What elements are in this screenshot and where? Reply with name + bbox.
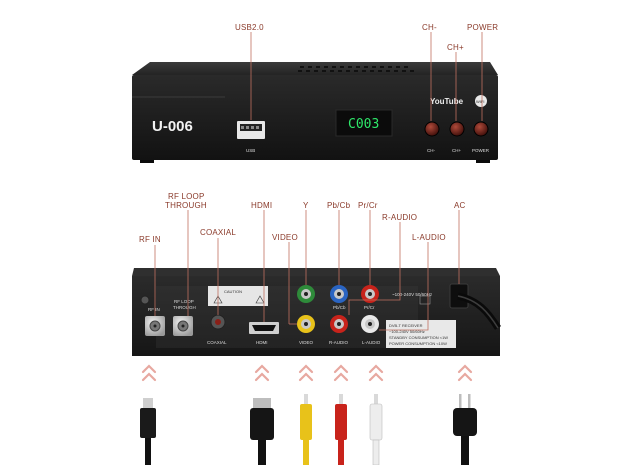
wifi-label: WIFI bbox=[476, 99, 484, 104]
panel-label-l-audio: L-AUDIO bbox=[362, 340, 381, 345]
rear-top bbox=[132, 268, 500, 276]
hdmi-port bbox=[249, 322, 279, 334]
r-audio-jack bbox=[330, 315, 348, 333]
front-callouts bbox=[250, 32, 483, 121]
spec-line-2: ~100-240V 50/60Hz bbox=[389, 329, 425, 334]
youtube-logo: YouTube bbox=[430, 97, 464, 106]
pb-jack bbox=[330, 285, 348, 303]
callout-pr: Pr/Cr bbox=[358, 201, 378, 210]
panel-label-video: VIDEO bbox=[299, 340, 314, 345]
callout-coaxial: COAXIAL bbox=[200, 228, 236, 237]
arrow-video bbox=[298, 364, 314, 382]
panel-label-r-audio: R-AUDIO bbox=[329, 340, 348, 345]
arrow-ac bbox=[457, 364, 473, 382]
panel-label-rf-loop-1: RF LOOP bbox=[174, 299, 194, 304]
rf-cable bbox=[140, 398, 156, 465]
vent-slots bbox=[298, 66, 414, 72]
ch-plus-button-label: CH+ bbox=[452, 148, 461, 153]
led-display bbox=[335, 109, 393, 137]
hdmi-cable bbox=[250, 398, 274, 465]
ch-minus-button[interactable] bbox=[424, 121, 440, 137]
l-audio-cable bbox=[369, 394, 383, 465]
spec-line-1: DVB-T RECEIVER bbox=[389, 323, 423, 328]
ac-inlet bbox=[449, 283, 501, 330]
usb-port bbox=[237, 121, 265, 139]
connection-arrows bbox=[141, 364, 473, 382]
ch-minus-button-label: CH- bbox=[427, 148, 435, 153]
callout-ch-minus: CH- bbox=[422, 23, 437, 32]
y-jack bbox=[297, 285, 315, 303]
device-front-face bbox=[132, 75, 498, 160]
callout-rf-loop-1: RF LOOP bbox=[168, 192, 205, 201]
rear-callouts bbox=[154, 210, 460, 331]
callout-r-audio: R-AUDIO bbox=[382, 213, 417, 222]
rear-view: RF IN RF LOOP THROUGH CAUTION COAXIAL HD… bbox=[132, 268, 501, 356]
callout-video: VIDEO bbox=[272, 233, 298, 242]
ac-power-plug bbox=[453, 394, 477, 465]
callout-pb: Pb/Cb bbox=[327, 201, 351, 210]
spec-sticker bbox=[386, 320, 456, 348]
callout-l-audio: L-AUDIO bbox=[412, 233, 446, 242]
power-button-label: POWER bbox=[472, 148, 490, 153]
model-name: U-006 bbox=[152, 118, 193, 135]
l-audio-jack bbox=[361, 315, 379, 333]
wifi-icon: WIFI bbox=[475, 95, 487, 107]
usb-port-label: USB bbox=[246, 148, 255, 153]
panel-label-pb: Pb/Cb bbox=[333, 305, 346, 310]
led-display-text: C003 bbox=[348, 117, 379, 132]
spec-line-4: POWER CONSUMPTION <10W bbox=[389, 341, 447, 346]
arrow-l-audio bbox=[368, 364, 384, 382]
front-view: U-006 USB C003 YouTube WIFI CH- CH+ POWE… bbox=[132, 62, 498, 163]
r-audio-cable bbox=[335, 394, 347, 465]
device-top bbox=[132, 62, 498, 75]
power-button[interactable] bbox=[473, 121, 489, 137]
panel-label-power-rating: ~100-240V 50/60Hz bbox=[392, 292, 433, 297]
rf-loop-port bbox=[173, 316, 193, 336]
callout-hdmi: HDMI bbox=[251, 201, 272, 210]
arrow-hdmi bbox=[254, 364, 270, 382]
rf-in-port bbox=[145, 316, 165, 336]
panel-label-caution: CAUTION bbox=[224, 289, 242, 294]
callout-rf-in: RF IN bbox=[139, 235, 161, 244]
callout-y: Y bbox=[303, 201, 309, 210]
ch-plus-button[interactable] bbox=[449, 121, 465, 137]
callout-ac: AC bbox=[454, 201, 466, 210]
callout-usb: USB2.0 bbox=[235, 23, 264, 32]
arrow-r-audio bbox=[333, 364, 349, 382]
caution-sticker bbox=[208, 286, 268, 306]
arrow-rf bbox=[141, 364, 157, 382]
spec-line-3: STANDBY CONSUMPTION <1W bbox=[389, 335, 448, 340]
panel-label-hdmi: HDMI bbox=[256, 340, 268, 345]
panel-label-coaxial: COAXIAL bbox=[207, 340, 227, 345]
panel-label-rf-in: RF IN bbox=[148, 307, 160, 312]
video-cable bbox=[300, 394, 312, 465]
pr-jack bbox=[361, 285, 379, 303]
video-jack bbox=[297, 315, 315, 333]
callout-rf-loop-2: THROUGH bbox=[165, 201, 207, 210]
panel-label-pr: Pr/Cr bbox=[364, 305, 375, 310]
callout-power: POWER bbox=[467, 23, 498, 32]
panel-label-rf-loop-2: THROUGH bbox=[173, 305, 196, 310]
callout-ch-plus: CH+ bbox=[447, 43, 464, 52]
coaxial-port bbox=[210, 314, 226, 330]
